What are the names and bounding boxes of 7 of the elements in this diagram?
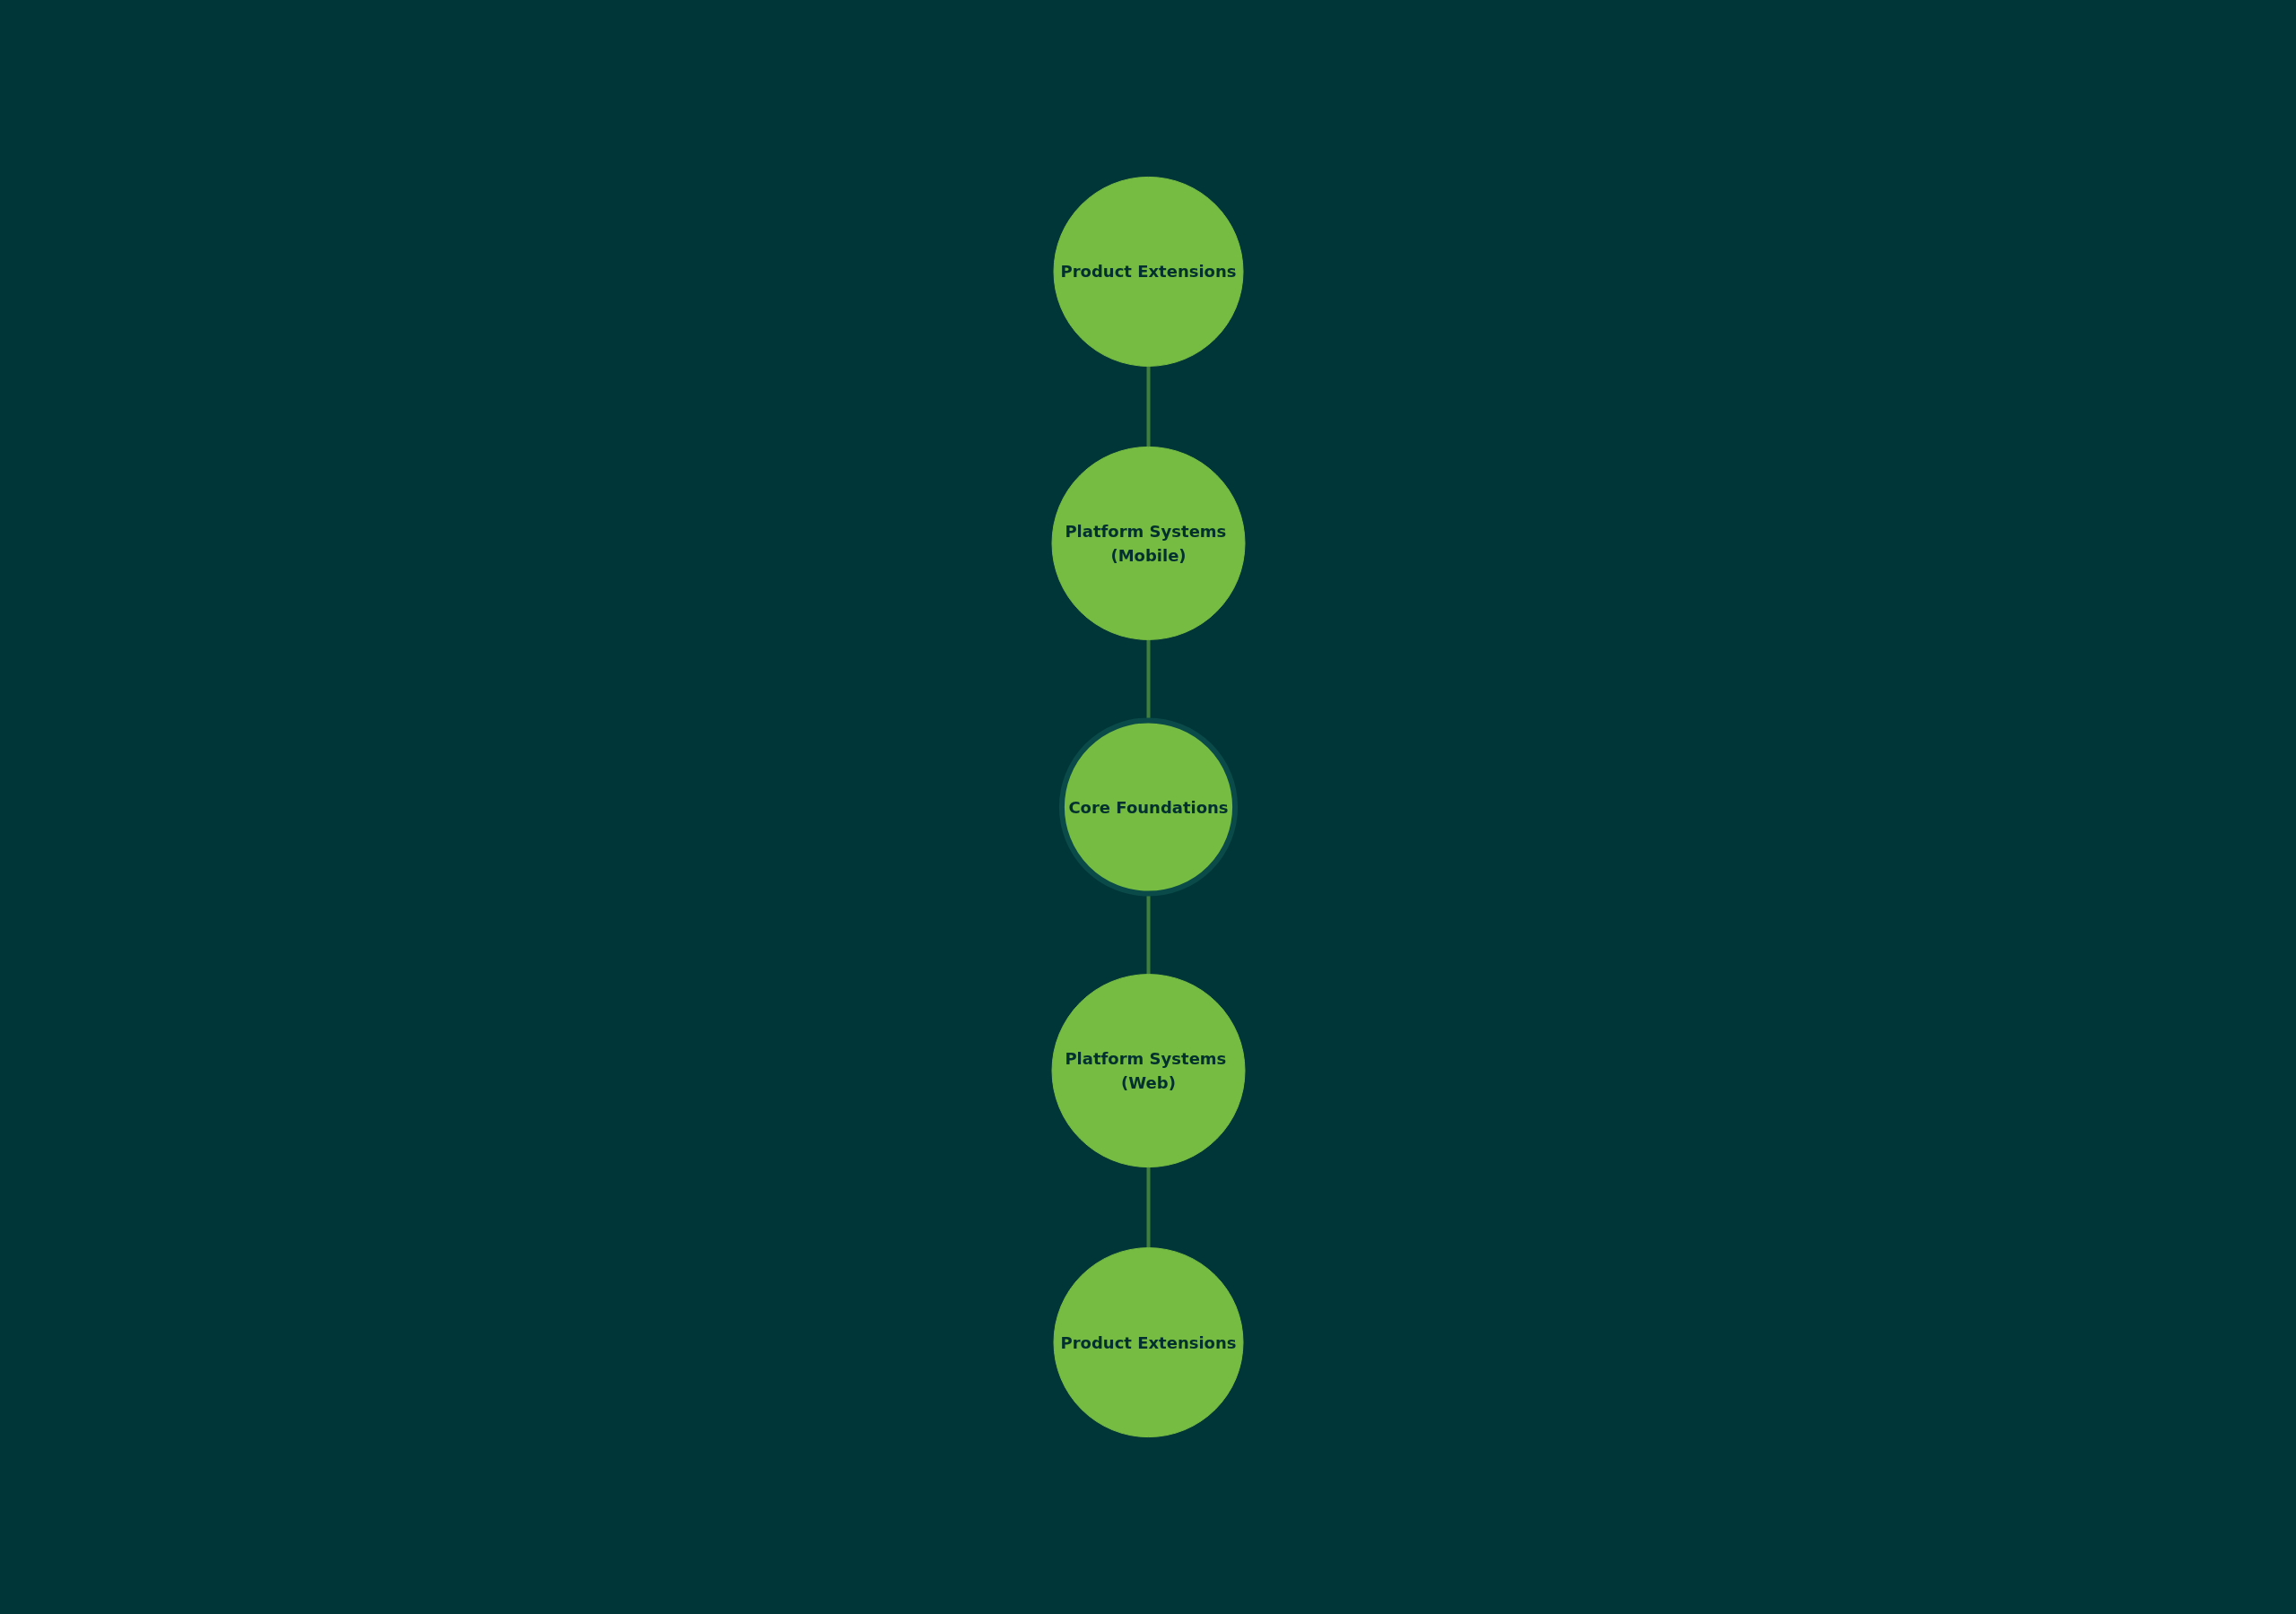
node-circle: Platform Systems (Web) (1051, 974, 1245, 1168)
connector (1146, 366, 1150, 447)
node-circle: Core Foundations (1058, 717, 1238, 897)
connector (1146, 1167, 1150, 1248)
node-circle: Product Extensions (1053, 1247, 1243, 1438)
node-circle: Product Extensions (1053, 176, 1243, 367)
node-circle: Platform Systems (Mobile) (1051, 446, 1245, 640)
